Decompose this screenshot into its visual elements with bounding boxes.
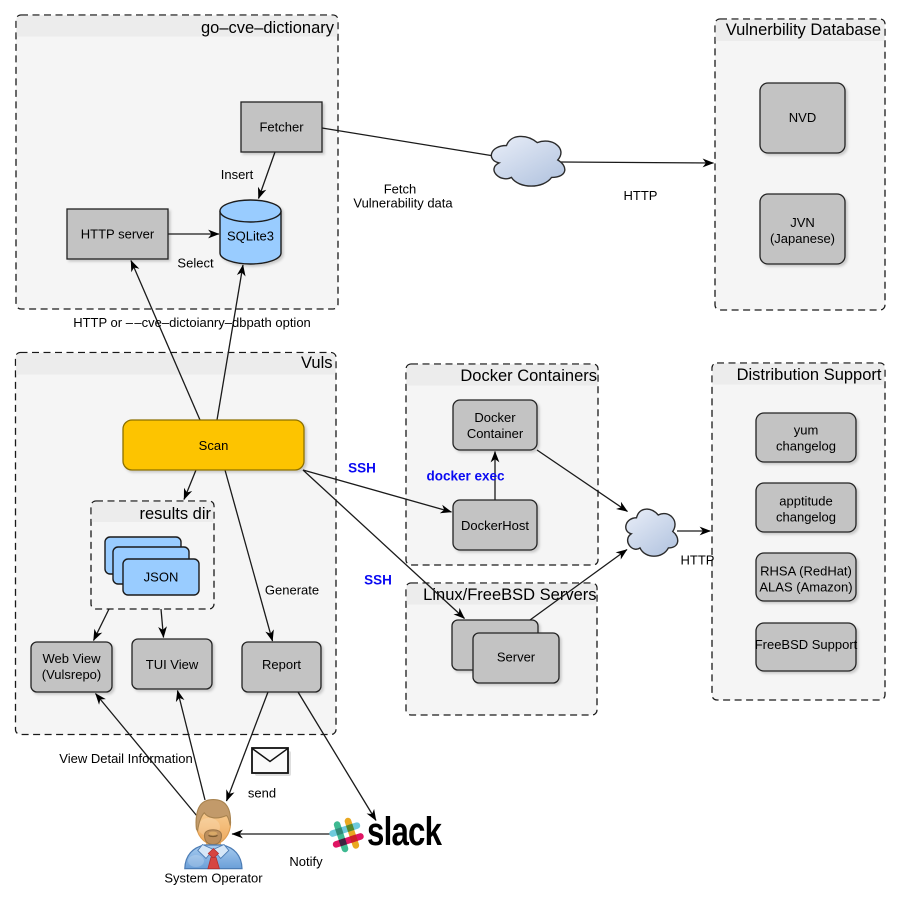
svg-text:yum: yum: [794, 423, 819, 438]
svg-text:Report: Report: [262, 657, 301, 672]
svg-text:Server: Server: [497, 650, 536, 665]
svg-text:Linux/FreeBSD Servers: Linux/FreeBSD Servers: [423, 586, 596, 604]
svg-text:Select: Select: [177, 256, 214, 271]
svg-text:Vulnerability data: Vulnerability data: [353, 196, 453, 211]
svg-text:Vuls: Vuls: [301, 354, 333, 372]
svg-text:HTTP: HTTP: [681, 553, 715, 568]
svg-text:Notify: Notify: [289, 854, 323, 869]
svg-text:NVD: NVD: [789, 110, 816, 125]
svg-text:HTTP: HTTP: [624, 188, 658, 203]
svg-text:changelog: changelog: [776, 510, 836, 525]
svg-text:Fetch: Fetch: [384, 182, 417, 197]
svg-text:go–cve–dictionary: go–cve–dictionary: [201, 19, 335, 37]
svg-text:Web View: Web View: [42, 651, 101, 666]
svg-text:ALAS (Amazon): ALAS (Amazon): [759, 580, 852, 595]
svg-text:Vulnerbility Database: Vulnerbility Database: [726, 21, 881, 39]
svg-text:System Operator: System Operator: [164, 871, 263, 886]
svg-text:(Vulsrepo): (Vulsrepo): [42, 667, 101, 682]
svg-text:JSON: JSON: [144, 570, 179, 585]
svg-text:Scan: Scan: [199, 438, 229, 453]
svg-text:Insert: Insert: [221, 167, 254, 182]
svg-text:JVN: JVN: [790, 215, 815, 230]
svg-text:SSH: SSH: [364, 573, 392, 588]
svg-text:Docker: Docker: [474, 410, 516, 425]
svg-text:View Detail Information: View Detail Information: [59, 751, 192, 766]
svg-text:docker exec: docker exec: [426, 469, 505, 484]
svg-text:changelog: changelog: [776, 439, 836, 454]
svg-text:Distribution Support: Distribution Support: [737, 366, 882, 384]
svg-text:apptitude: apptitude: [779, 494, 833, 509]
svg-text:DockerHost: DockerHost: [461, 518, 529, 533]
svg-text:SSH: SSH: [348, 461, 376, 476]
svg-text:Generate: Generate: [265, 583, 319, 598]
svg-text:RHSA (RedHat): RHSA (RedHat): [760, 564, 852, 579]
svg-text:Docker Containers: Docker Containers: [460, 367, 597, 385]
svg-text:(Japanese): (Japanese): [770, 231, 835, 246]
svg-text:Fetcher: Fetcher: [259, 120, 304, 135]
svg-text:Container: Container: [467, 426, 524, 441]
svg-text:HTTP or ––cve–dictoianry–dbpat: HTTP or ––cve–dictoianry–dbpath option: [73, 315, 311, 330]
svg-text:slack: slack: [367, 809, 442, 854]
svg-text:TUI View: TUI View: [146, 657, 199, 672]
svg-text:HTTP server: HTTP server: [81, 227, 155, 242]
svg-text:send: send: [248, 786, 276, 801]
svg-text:SQLite3: SQLite3: [227, 229, 274, 244]
svg-text:results dir: results dir: [139, 505, 211, 523]
svg-text:FreeBSD Support: FreeBSD Support: [755, 637, 858, 652]
